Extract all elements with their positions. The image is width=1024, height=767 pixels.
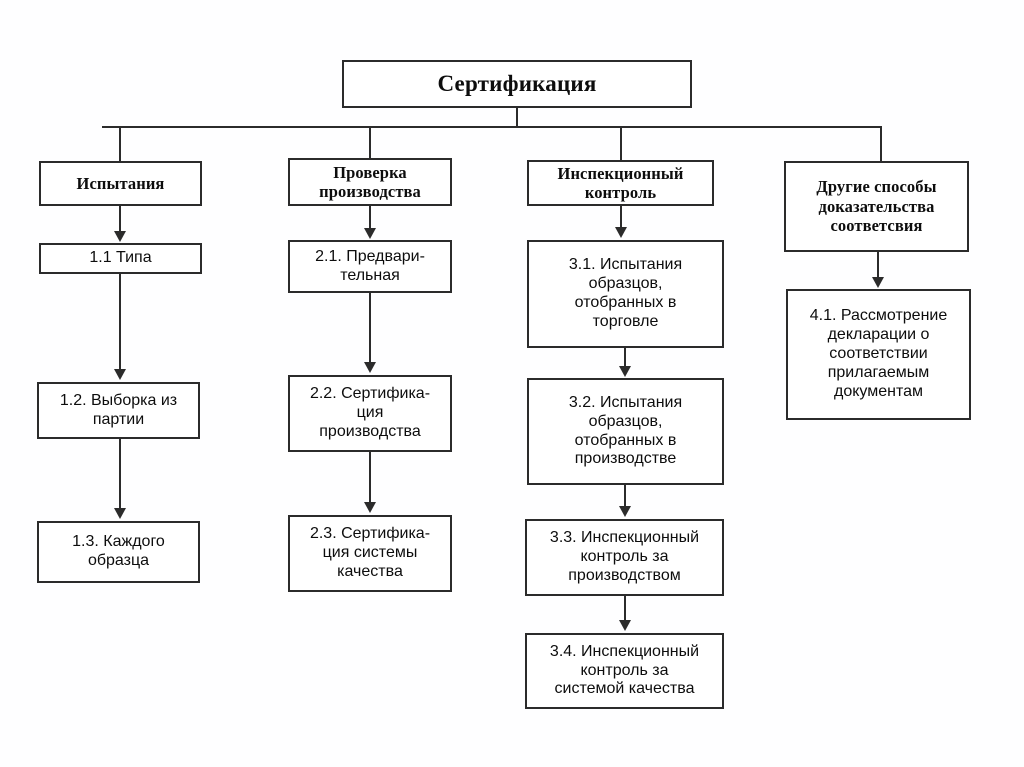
connector-bus-drop-2 [369,126,371,158]
branch-header-proverka-proizvodstva: Проверка производства [288,158,452,206]
connector-21-to-22 [369,293,371,363]
node-3-3-label: 3.3. Инспекционный контроль за производс… [549,529,700,584]
branch-header-drugie-sposoby: Другие способы доказательства соответсви… [784,161,969,252]
root-node-certification: Сертификация [342,60,692,108]
connector-31-to-32 [624,348,626,367]
node-3-1: 3.1. Испытания образцов, отобранных в то… [527,240,724,348]
node-1-1: 1.1 Типа [39,243,202,274]
node-1-1-label: 1.1 Типа [89,249,152,267]
connector-3-h-to-31 [620,206,622,228]
node-2-1: 2.1. Предвари- тельная [288,240,452,293]
arrowhead-21-to-22 [364,362,376,373]
branch-header-inspekcionnyj-kontrol: Инспекционный контроль [527,160,714,206]
node-3-4-label: 3.4. Инспекционный контроль за системой … [549,642,700,698]
connector-11-to-12 [119,274,121,370]
connector-22-to-23 [369,452,371,503]
arrowhead-31-to-32 [619,366,631,377]
arrowhead-11-to-12 [114,369,126,380]
connector-4-h-to-41 [877,252,879,278]
arrowhead-22-to-23 [364,502,376,513]
arrowhead-4-h-to-41 [872,277,884,288]
node-2-2: 2.2. Сертифика- ция производства [288,375,452,452]
node-3-2-label: 3.2. Испытания образцов, отобранных в пр… [568,393,683,468]
root-node-label: Сертификация [437,71,597,97]
connector-bus-drop-3 [620,126,622,160]
arrowhead-2-h-to-21 [364,228,376,239]
node-3-4: 3.4. Инспекционный контроль за системой … [525,633,724,709]
connector-bus [102,126,882,128]
node-4-1-label: 4.1. Рассмотрение декларации о соответст… [809,307,948,400]
branch-header-label: Проверка производства [319,162,421,201]
connector-2-h-to-21 [369,206,371,229]
node-4-1: 4.1. Рассмотрение декларации о соответст… [786,289,971,420]
arrowhead-33-to-34 [619,620,631,631]
branch-header-label: Испытания [76,173,165,193]
node-3-2: 3.2. Испытания образцов, отобранных в пр… [527,378,724,485]
connector-bus-drop-4 [880,126,882,161]
branch-header-ispytaniya: Испытания [39,161,202,206]
arrowhead-32-to-33 [619,506,631,517]
connector-12-to-13 [119,439,121,509]
connector-32-to-33 [624,485,626,507]
node-2-2-label: 2.2. Сертифика- ция производства [309,385,431,440]
arrowhead-3-h-to-31 [615,227,627,238]
arrowhead-1-h-to-11 [114,231,126,242]
connector-root-stem [516,108,518,127]
node-2-3-label: 2.3. Сертифика- ция системы качества [309,525,431,580]
branch-header-label: Инспекционный контроль [557,163,684,202]
node-1-2-label: 1.2. Выборка из партии [59,391,178,428]
node-1-2: 1.2. Выборка из партии [37,382,200,439]
node-1-3-label: 1.3. Каждого образца [72,533,165,569]
node-1-3: 1.3. Каждого образца [37,521,200,583]
connector-33-to-34 [624,596,626,621]
connector-bus-drop-1 [119,126,121,161]
branch-header-label: Другие способы доказательства соответсви… [816,177,937,236]
arrowhead-12-to-13 [114,508,126,519]
node-3-1-label: 3.1. Испытания образцов, отобранных в то… [568,256,683,330]
connector-1-h-to-11 [119,206,121,232]
node-2-1-label: 2.1. Предвари- тельная [315,247,425,284]
node-3-3: 3.3. Инспекционный контроль за производс… [525,519,724,596]
node-2-3: 2.3. Сертифика- ция системы качества [288,515,452,592]
